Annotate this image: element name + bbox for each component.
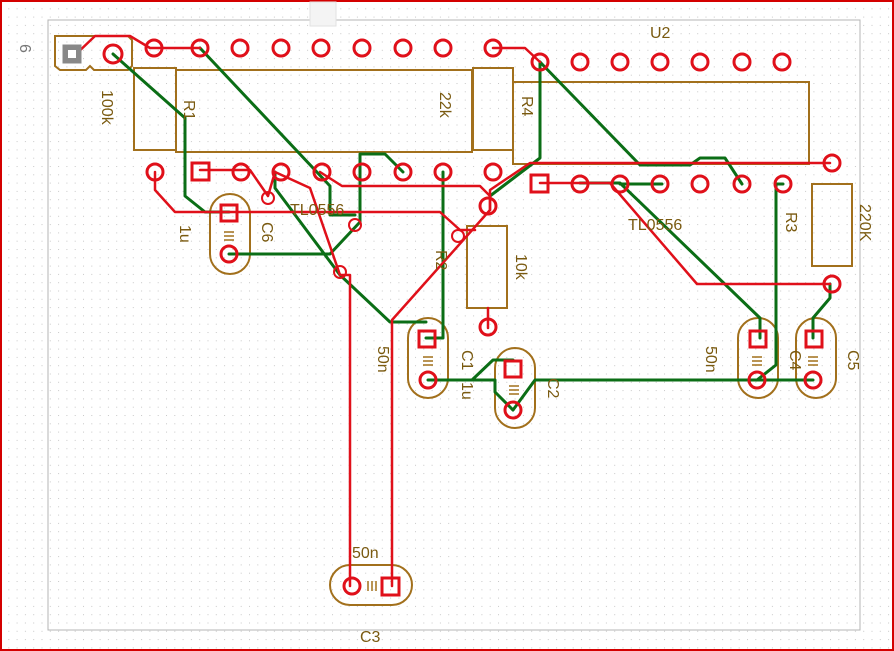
pads-layer (62, 38, 842, 597)
label-c5: C5 (844, 350, 861, 371)
label-c3-value: 50n (352, 545, 379, 562)
label-r2: R2 (432, 250, 449, 271)
top-traces (70, 34, 832, 588)
label-u2: U2 (650, 25, 671, 42)
label-r4: R4 (518, 96, 535, 117)
c6-outline (209, 193, 251, 275)
r3-outline (811, 183, 853, 267)
label-c6-value: 1u (176, 225, 193, 243)
label-r4-value: 22k (436, 92, 453, 119)
label-r3-value: 220K (856, 204, 873, 242)
label-c2: C2 (544, 378, 561, 399)
label-c6: C6 (258, 222, 275, 243)
label-r2-value: 10k (512, 254, 529, 281)
label-c1: C1 (458, 350, 475, 371)
board-outline (47, 19, 861, 631)
c1-outline (407, 317, 449, 399)
labels-layer: 6 U2 TL0556 TL0556 100k R1 22k R4 1u C6 … (16, 25, 873, 646)
label-r3: R3 (782, 212, 799, 233)
label-r1-value: 100k (98, 90, 115, 126)
polarity-marks (224, 231, 818, 591)
label-c3: C3 (360, 629, 381, 646)
label-c2-value: 1u (458, 382, 475, 400)
label-u1b: TL0556 (628, 217, 682, 234)
label-c4-value: 50n (702, 346, 719, 373)
c5-outline (795, 317, 837, 399)
label-r1: R1 (180, 100, 197, 121)
label-u1: TL0556 (290, 202, 344, 219)
c3-outline (329, 564, 413, 606)
label-c1-value: 50n (374, 346, 391, 373)
label-c4: C4 (786, 350, 803, 371)
origin-marker (309, 1, 337, 27)
label-connector-ref: 6 (16, 44, 33, 53)
connector-outline (54, 35, 133, 71)
